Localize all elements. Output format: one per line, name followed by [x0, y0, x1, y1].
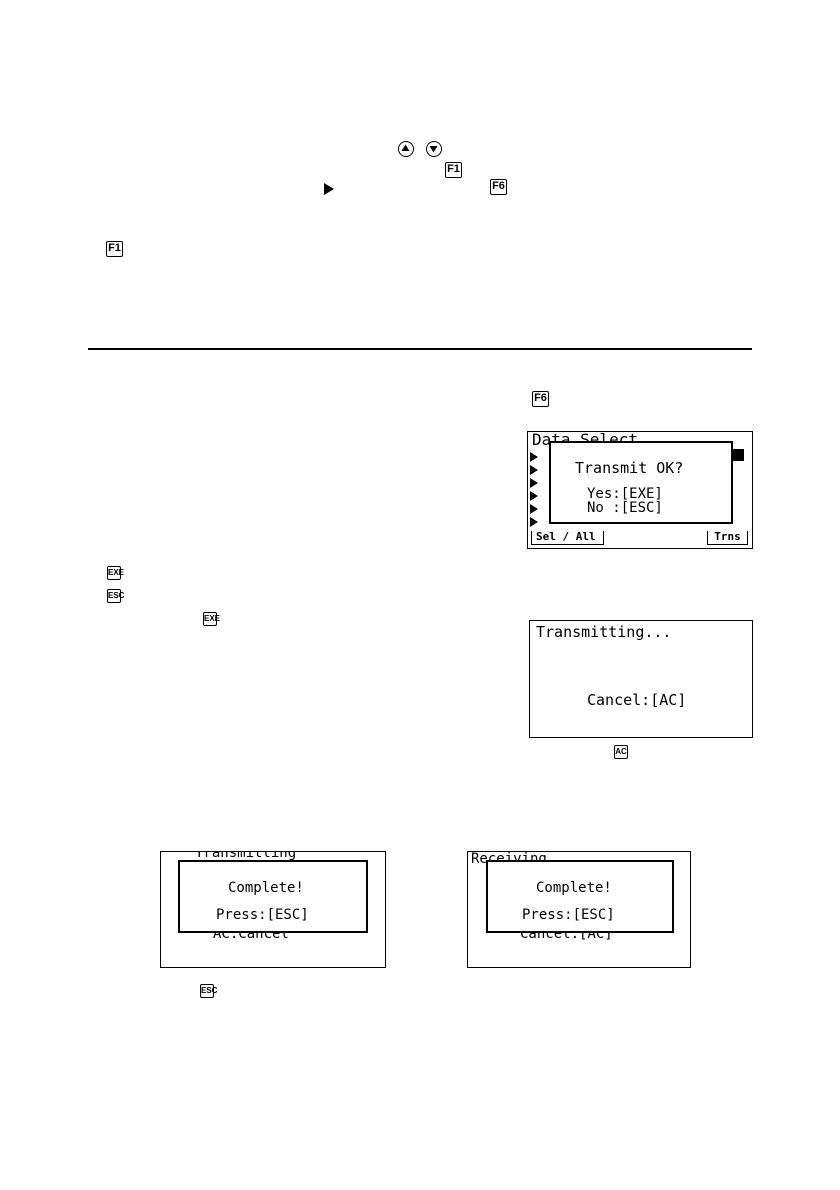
transmit-ok-popup: Transmit OK? Yes:[EXE] No :[ESC]: [549, 441, 733, 524]
esc-key-icon: ESC: [200, 984, 217, 998]
f6-key-icon: F6: [532, 391, 549, 407]
cancel-hint: Cancel:[AC]: [587, 691, 687, 709]
esc-key-icon: ESC: [107, 589, 124, 603]
data-row-list: [530, 448, 550, 527]
bg-title: Transmitting: [195, 851, 297, 861]
right-arrow-icon: [324, 180, 334, 195]
fkey-all-label: All: [575, 530, 596, 543]
fkey-trns: Trns: [707, 531, 748, 545]
screen-transmitting: Transmitting... Cancel:[AC]: [529, 620, 753, 738]
fkey-bar: Sel / All Trns: [528, 531, 752, 548]
complete-popup: Complete! Press:[ESC]: [486, 860, 674, 933]
press-esc-message: Press:[ESC]: [216, 907, 309, 923]
complete-popup: Complete! Press:[ESC]: [178, 860, 368, 933]
complete-message: Complete!: [536, 880, 612, 896]
screen-receive-complete: Receiving Cancel:[AC] Complete! Press:[E…: [467, 851, 691, 968]
popup-question: Transmit OK?: [575, 459, 684, 477]
f1-key-icon: F1: [106, 241, 123, 257]
fkey-trns-label: Trns: [714, 530, 741, 543]
cursor-down-key-icon: [426, 141, 442, 157]
section-divider: [88, 348, 752, 350]
complete-message: Complete!: [228, 880, 304, 896]
cursor-up-key-icon: [398, 141, 414, 157]
popup-no: No :[ESC]: [587, 500, 663, 516]
scroll-block: [733, 449, 744, 461]
popup-yes: Yes:[EXE]: [587, 486, 663, 502]
f6-key-icon: F6: [490, 179, 507, 195]
ac-key-icon: AC: [614, 745, 628, 759]
screen-transmit-confirm: Data Select Transmit OK? Yes:[EXE] No :[…: [527, 431, 753, 549]
screen-transmit-complete: Transmitting AC:Cancel Complete! Press:[…: [160, 851, 386, 968]
fkey-sel-all: Sel / All: [531, 531, 604, 545]
press-esc-message: Press:[ESC]: [522, 907, 615, 923]
exe-key-icon: EXE: [107, 566, 124, 580]
transmitting-title: Transmitting...: [536, 623, 672, 641]
f1-key-icon: F1: [445, 162, 462, 178]
fkey-sel-label: Sel: [536, 530, 556, 543]
exe-key-icon: EXE: [203, 612, 220, 626]
